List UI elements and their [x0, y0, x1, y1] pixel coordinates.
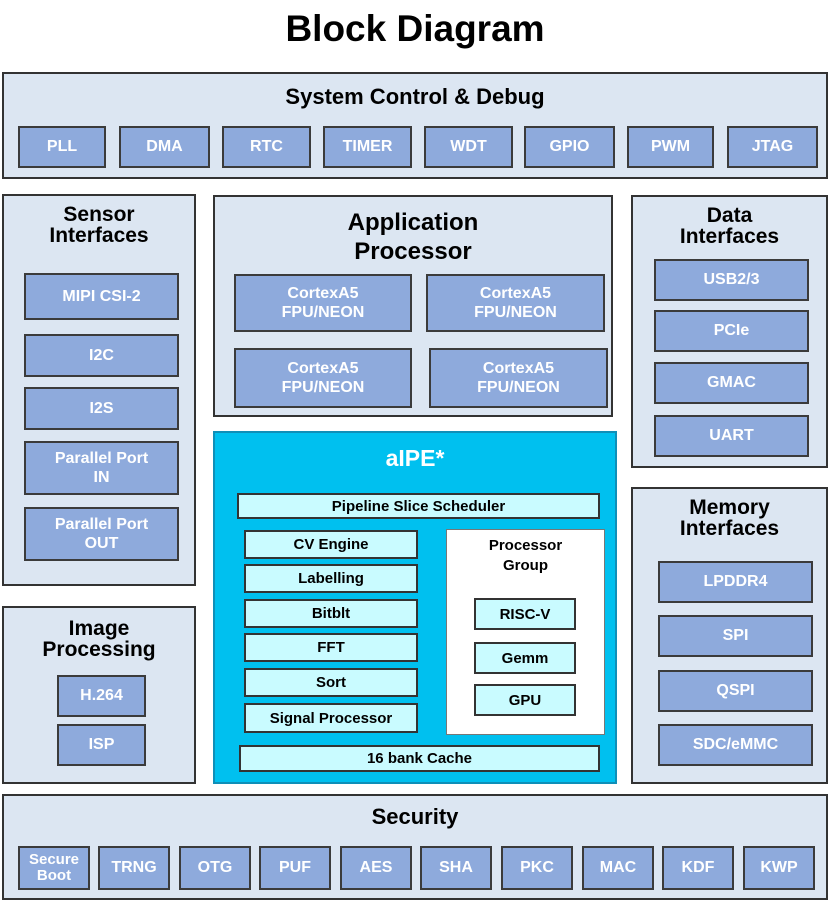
engine-labelling: Labelling — [244, 564, 418, 593]
security-block-trng: TRNG — [98, 846, 170, 890]
sensor-block-parallel-port-in: Parallel Port IN — [24, 441, 179, 495]
aipe-panel: aIPE* Pipeline Slice Scheduler CV Engine… — [213, 431, 617, 784]
security-block-otg: OTG — [179, 846, 251, 890]
system-block-timer: TIMER — [323, 126, 412, 168]
sensor-interfaces-panel: Sensor Interfaces MIPI CSI-2 I2C I2S Par… — [2, 194, 196, 586]
system-block-rtc: RTC — [222, 126, 311, 168]
system-control-panel: System Control & Debug PLL DMA RTC TIMER… — [2, 72, 828, 179]
processor-group-title: Processor Group — [488, 537, 563, 574]
engine-signal-processor: Signal Processor — [244, 703, 418, 733]
data-interfaces-title: Data Interfaces — [679, 204, 780, 248]
diagram-title: Block Diagram — [285, 8, 545, 49]
engine-sort: Sort — [244, 668, 418, 697]
system-block-dma: DMA — [119, 126, 210, 168]
aipe-title: aIPE* — [385, 445, 445, 471]
system-block-wdt: WDT — [424, 126, 513, 168]
engine-bitblt: Bitblt — [244, 599, 418, 628]
sensor-block-parallel-port-out: Parallel Port OUT — [24, 507, 179, 561]
processor-risc-v: RISC-V — [474, 598, 576, 630]
cortex-a5-core-2: CortexA5 FPU/NEON — [426, 274, 605, 332]
processor-gemm: Gemm — [474, 642, 576, 674]
security-block-mac: MAC — [582, 846, 654, 890]
pipeline-slice-scheduler: Pipeline Slice Scheduler — [237, 493, 600, 519]
security-block-sha: SHA — [420, 846, 492, 890]
data-interfaces-panel: Data Interfaces USB2/3 PCIe GMAC UART — [631, 195, 828, 468]
processor-group: Processor Group RISC-V Gemm GPU — [446, 529, 605, 735]
system-control-title: System Control & Debug — [285, 84, 545, 109]
security-block-puf: PUF — [259, 846, 331, 890]
memory-block-qspi: QSPI — [658, 670, 813, 712]
security-block-kdf: KDF — [662, 846, 734, 890]
security-panel: Security Secure Boot TRNG OTG PUF AES SH… — [2, 794, 828, 900]
cortex-a5-core-4: CortexA5 FPU/NEON — [429, 348, 608, 408]
processor-gpu: GPU — [474, 684, 576, 716]
image-block-h264: H.264 — [57, 675, 146, 717]
memory-block-lpddr4: LPDDR4 — [658, 561, 813, 603]
image-processing-panel: Image Processing H.264 ISP — [2, 606, 196, 784]
data-block-pcie: PCIe — [654, 310, 809, 352]
memory-block-sdc-emmc: SDC/eMMC — [658, 724, 813, 766]
bank-cache: 16 bank Cache — [239, 745, 600, 772]
engine-fft: FFT — [244, 633, 418, 662]
engine-cv: CV Engine — [244, 530, 418, 559]
system-block-pwm: PWM — [627, 126, 714, 168]
data-block-uart: UART — [654, 415, 809, 457]
security-title: Security — [371, 804, 459, 829]
image-processing-title: Image Processing — [42, 617, 156, 661]
sensor-block-mipi-csi2: MIPI CSI-2 — [24, 273, 179, 320]
data-block-usb: USB2/3 — [654, 259, 809, 301]
cortex-a5-core-1: CortexA5 FPU/NEON — [234, 274, 412, 332]
system-block-gpio: GPIO — [524, 126, 615, 168]
system-block-jtag: JTAG — [727, 126, 818, 168]
memory-interfaces-panel: Memory Interfaces LPDDR4 SPI QSPI SDC/eM… — [631, 487, 828, 784]
sensor-block-i2s: I2S — [24, 387, 179, 430]
memory-block-spi: SPI — [658, 615, 813, 657]
security-block-kwp: KWP — [743, 846, 815, 890]
security-block-secure-boot: Secure Boot — [18, 846, 90, 890]
cortex-a5-core-3: CortexA5 FPU/NEON — [234, 348, 412, 408]
image-block-isp: ISP — [57, 724, 146, 766]
data-block-gmac: GMAC — [654, 362, 809, 404]
system-block-pll: PLL — [18, 126, 106, 168]
sensor-block-i2c: I2C — [24, 334, 179, 377]
sensor-interfaces-title: Sensor Interfaces — [49, 203, 149, 247]
application-processor-panel: Application Processor CortexA5 FPU/NEON … — [213, 195, 613, 417]
memory-interfaces-title: Memory Interfaces — [679, 496, 780, 540]
security-block-pkc: PKC — [501, 846, 573, 890]
application-processor-title: Application Processor — [347, 209, 479, 265]
security-block-aes: AES — [340, 846, 412, 890]
